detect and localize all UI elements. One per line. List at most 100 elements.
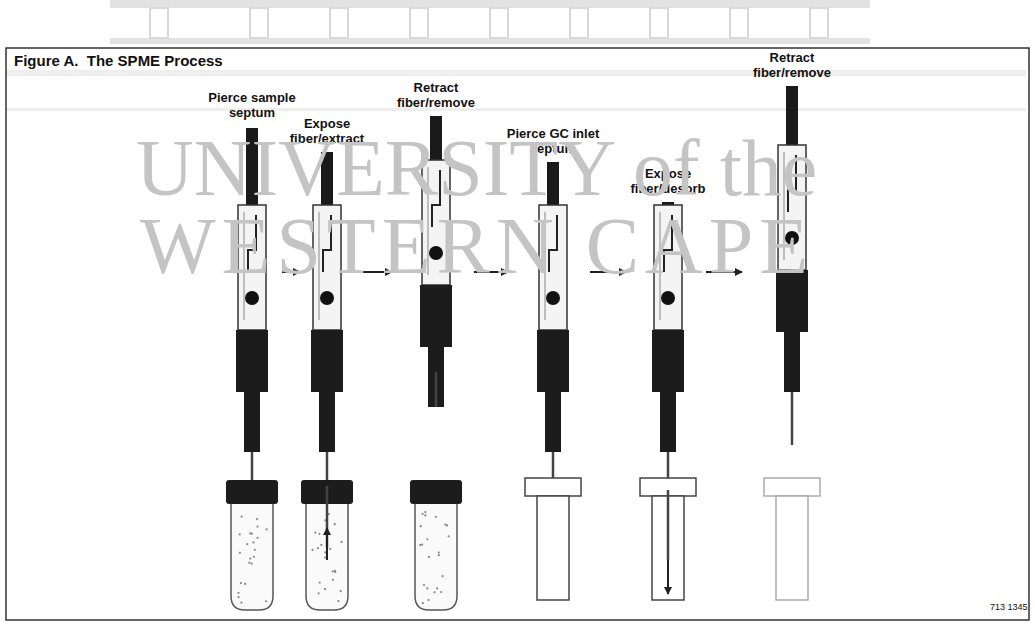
step-label: Retract fiber/remove (380, 80, 492, 110)
needle-guide (660, 392, 676, 452)
sample-dot (265, 600, 267, 602)
figure-number: 713 1345 (990, 602, 1028, 612)
sample-dot (438, 551, 440, 553)
watermark-column (150, 8, 168, 38)
sample-dot (423, 584, 425, 586)
watermark-band (6, 70, 1026, 76)
plunger-screw (546, 291, 560, 305)
plunger-screw (320, 291, 334, 305)
sample-dot (253, 556, 255, 558)
sample-dot (318, 533, 320, 535)
sample-dot (332, 579, 334, 581)
needle (435, 372, 438, 407)
sample-dot (442, 575, 444, 577)
sample-dot (435, 516, 437, 518)
step-label: Retract fiber/remove (736, 50, 848, 80)
sample-dot (440, 591, 442, 593)
sample-dot (240, 602, 242, 604)
sample-dot (434, 591, 436, 593)
sample-dot (428, 556, 430, 558)
watermark-column (250, 8, 268, 38)
sample-dot (334, 570, 336, 572)
sample-dot (249, 532, 251, 534)
sample-dot (426, 587, 428, 589)
sample-dot (421, 544, 423, 546)
extract-arrow (326, 528, 328, 560)
sample-dot (239, 552, 241, 554)
sample-dot (329, 548, 331, 550)
syringe-hub (420, 285, 452, 347)
sample-dot (448, 535, 450, 537)
figure-frame (6, 48, 1029, 620)
sample-dot (240, 582, 242, 584)
sample-dot (246, 543, 248, 545)
needle-guide (428, 347, 444, 407)
watermark-column (570, 8, 588, 38)
sample-dot (251, 562, 253, 564)
vial-cap (226, 480, 278, 504)
sample-dot (237, 592, 239, 594)
fiber (667, 490, 670, 560)
watermark-column (810, 8, 828, 38)
syringe-hub (537, 330, 569, 392)
sample-dot (424, 511, 426, 513)
needle (791, 392, 794, 445)
watermark-column (490, 8, 508, 38)
watermark-roof (110, 0, 870, 8)
watermark-band (6, 108, 1026, 111)
sample-dot (248, 562, 250, 564)
watermark-text: UNIVERSITY of the (136, 128, 817, 208)
sample-dot (334, 523, 336, 525)
needle-guide (545, 392, 561, 452)
sample-dot (249, 557, 251, 559)
watermark-column (410, 8, 428, 38)
figure-title: Figure A. The SPME Process (14, 52, 223, 69)
watermark-column (730, 8, 748, 38)
sample-dot (311, 549, 313, 551)
sample-dot (419, 544, 421, 546)
gc-inlet-cap (525, 478, 581, 496)
sample-dot (422, 513, 424, 515)
sample-dot (427, 599, 429, 601)
sample-dot (256, 518, 258, 520)
sample-dot (256, 525, 258, 527)
sample-dot (424, 514, 426, 516)
sample-dot (256, 537, 258, 539)
gc-inlet-liner (537, 496, 569, 600)
plunger-screw (661, 291, 675, 305)
needle-guide (784, 332, 800, 392)
sample-vial (415, 504, 457, 610)
syringe-hub (236, 330, 268, 392)
watermark-column (330, 8, 348, 38)
sample-dot (436, 587, 438, 589)
sample-dot (438, 554, 440, 556)
sample-dot (254, 549, 256, 551)
sample-dot (241, 516, 243, 518)
watermark-building (6, 0, 1026, 111)
sample-dot (244, 583, 246, 585)
sample-dot (317, 547, 319, 549)
sample-dot (324, 557, 326, 559)
sample-dot (320, 544, 322, 546)
sample-dot (239, 533, 241, 535)
gc-inlet-liner (776, 496, 808, 600)
vial-cap (410, 480, 462, 504)
watermark-text: WESTERN CAPE (140, 206, 814, 286)
needle-guide (319, 392, 335, 452)
sample-dot (319, 581, 321, 583)
sample-dot (332, 570, 334, 572)
sample-dot (314, 531, 316, 533)
sample-dot (337, 600, 339, 602)
sample-dot (324, 588, 326, 590)
needle-guide (244, 392, 260, 452)
gc-inlet-cap (764, 478, 820, 496)
sample-dot (444, 523, 446, 525)
sample-dot (340, 590, 342, 592)
sample-dot (420, 525, 422, 527)
sample-dot (318, 592, 320, 594)
plunger-screw (245, 291, 259, 305)
syringe-hub (652, 330, 684, 392)
sample-dot (426, 538, 428, 540)
sample-dot (340, 541, 342, 543)
